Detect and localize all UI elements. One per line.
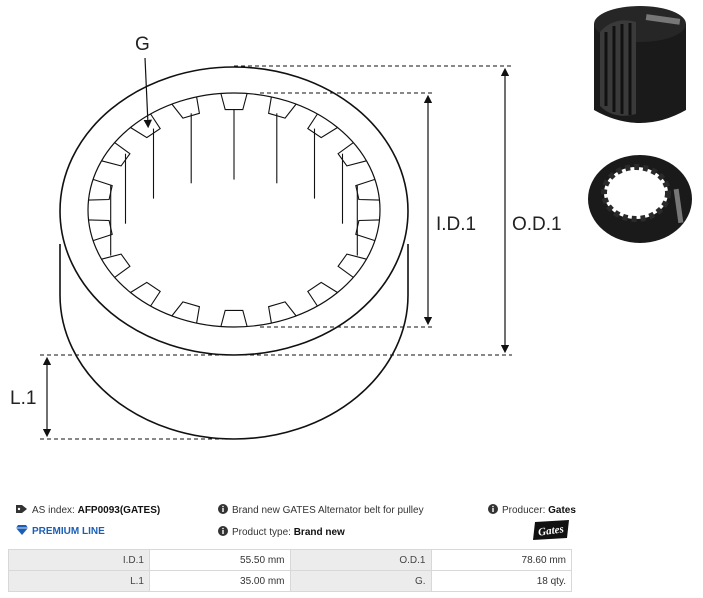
belt-tooth [337,253,367,278]
spec-value: 78.60 mm [430,549,572,571]
spec-value: 35.00 mm [149,570,291,592]
label-od: O.D.1 [512,214,562,235]
technical-drawing: G I.D.1 O.D.1 L.1 [10,34,562,440]
belt-tooth [220,309,248,327]
product-type-value: Brand new [293,527,345,539]
spec-label: L.1 [8,570,150,592]
as-index: AS index: AFP0093(GATES) [16,504,160,517]
spec-label: O.D.1 [289,549,432,571]
tag-icon [16,504,28,517]
label-id: I.D.1 [436,214,476,235]
spec-value: 18 qty. [430,570,572,592]
belt-tooth [101,253,131,278]
belt-tooth [307,281,338,307]
belt-tooth [171,301,201,324]
description-text: Brand new GATES Alternator belt for pull… [232,505,424,517]
producer: Producer: Gates [488,504,576,517]
svg-text:Gates: Gates [537,523,564,538]
g-leader-arrow [143,57,153,129]
as-index-value: AFP0093(GATES) [77,505,161,517]
outer-bottom-arc [59,244,409,440]
product-photo-bottom [580,133,700,259]
premium-line-label: PREMIUM LINE [32,526,105,538]
product-photo-top [580,2,700,130]
spec-label: G. [289,570,432,592]
info-icon [488,504,498,517]
label-g: G [135,34,150,55]
belt-tooth [267,301,297,324]
premium-line: PREMIUM LINE [16,525,105,538]
belt-tooth [355,219,380,242]
outer-top-ellipse [59,66,409,356]
belt-teeth [88,93,380,327]
producer-label: Producer: [502,505,546,517]
info-icon [218,504,228,517]
belt-tooth [220,93,248,111]
diamond-icon [16,525,28,538]
info-icon [218,526,228,539]
inner-bore-ellipse [87,92,381,328]
description: Brand new GATES Alternator belt for pull… [218,504,424,517]
product-type: Product type: Brand new [218,526,345,539]
gates-logo: Gates [533,520,569,540]
as-index-label: AS index: [32,505,75,517]
producer-value: Gates [548,505,576,517]
label-l: L.1 [10,388,36,409]
belt-tooth [130,281,161,307]
spec-label: I.D.1 [8,549,150,571]
spec-value: 55.50 mm [149,549,291,571]
product-type-label: Product type: [232,527,291,539]
